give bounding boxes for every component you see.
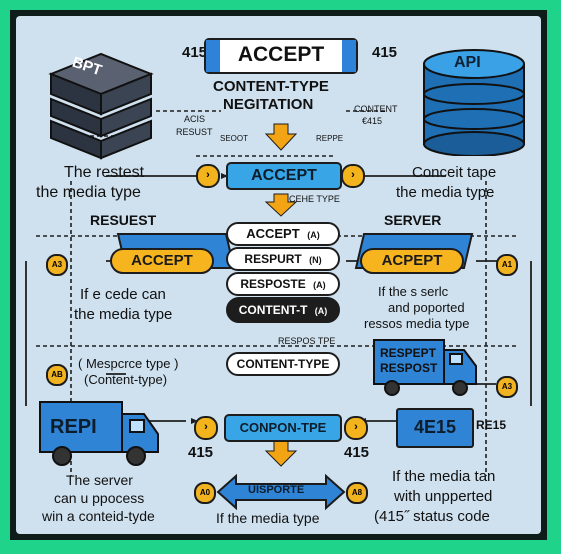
row1-cheme-type: CEHE TYPE	[289, 194, 340, 204]
right-truck-icon	[373, 339, 477, 396]
right-panel-heading: SERVER	[384, 212, 442, 228]
mid-content-type: CONTENT-TYPE	[226, 352, 340, 376]
stack-item-2: RESPURT (N)	[226, 247, 340, 271]
row4-left-chevron-icon: ›	[194, 416, 218, 440]
left-panel-text-2: the media type	[74, 306, 173, 323]
stack-item-4-label: CONTENT-T	[238, 303, 308, 317]
row1-small-right: REPPE	[316, 134, 344, 143]
row1-right-text-1: Conceit tape	[412, 164, 497, 181]
left-server-note-1: ACIS	[184, 114, 206, 124]
row1-right-chevron-icon: ›	[341, 164, 365, 188]
down-arrow-1	[264, 123, 298, 151]
right-truck-label-2: RESPOST	[380, 361, 438, 375]
bottom-right-2: with unpperted	[394, 488, 493, 505]
row1-accept: ACCEPT	[226, 162, 342, 190]
stack-item-1-tag: (A)	[307, 230, 320, 240]
stack-item-4-tag: (A)	[314, 306, 328, 316]
left-panel-paren-2: (Content-type)	[84, 372, 168, 387]
row1-small-left: SEOOT	[220, 134, 249, 143]
row1-left-text-1: The restest	[64, 164, 145, 181]
stack-item-2-label: RESPURT	[244, 252, 302, 266]
row1-left-text-2: the media type	[36, 184, 141, 201]
bottom-left-2: can u ppocess	[54, 490, 145, 506]
bottom-left-1: The server	[66, 472, 133, 488]
bottom-tag-left: A0	[194, 482, 216, 504]
mid-component: CONPON-TPE	[224, 414, 342, 442]
left-truck-label: REPI	[50, 416, 97, 438]
row1-left-chevron-icon: ›	[196, 164, 220, 188]
right-panel-text-1: If the s serlc	[378, 284, 449, 299]
left-panel-text-1: If e cede can	[80, 286, 166, 303]
bottom-right-3: (415˝ status code	[374, 508, 490, 525]
bottom-center-caption: If the media type	[216, 510, 320, 526]
left-server-note-2: RESUST	[176, 127, 213, 137]
right-box-side: RE15	[476, 418, 507, 432]
header-subtitle-2: NEGITATION	[223, 96, 314, 113]
left-panel-heading: RESUEST	[90, 212, 157, 228]
stack-item-3: RESPOSTE (A)	[226, 272, 340, 296]
row4-right-chevron-icon: ›	[344, 416, 368, 440]
right-panel-tag: A1	[496, 254, 518, 276]
header-code-right: 415	[372, 44, 398, 61]
right-server-note-2: €415	[362, 116, 383, 126]
uisporte-double-arrow	[216, 473, 346, 511]
header-accept-banner: ACCEPT	[204, 38, 358, 74]
header-accept-title: ACCEPT	[237, 43, 325, 66]
stack-item-2-tag: (N)	[309, 255, 322, 265]
stack-item-3-label: RESPOSTE	[240, 277, 306, 291]
bottom-left-3: win a conteid-tyde	[42, 508, 155, 524]
down-arrow-3	[264, 440, 298, 467]
left-panel-tag2: AB	[46, 364, 68, 386]
stack-item-1-label: ACCEPT	[246, 226, 300, 241]
left-panel-accept: ACCEPT	[110, 248, 214, 274]
right-server-label: API	[454, 54, 481, 71]
left-panel-paren-1: ( Mespcrce type )	[78, 356, 179, 371]
bottom-code-right: 415	[344, 444, 370, 461]
bottom-code-left: 415	[188, 444, 214, 461]
mid-small: RESPOS TPE	[278, 336, 336, 346]
right-panel-accept: ACPEPT	[360, 248, 464, 274]
bottom-tag-right: A8	[346, 482, 368, 504]
left-truck-icon	[39, 401, 159, 466]
right-panel-text-2: and poported	[388, 300, 465, 315]
header-code-left: 415	[182, 44, 208, 61]
left-server-icon	[48, 52, 154, 160]
stack-item-4: CONTENT-T (A)	[226, 297, 340, 323]
right-panel-text-3: ressos media type	[364, 316, 470, 331]
right-panel-tag2: A3	[496, 376, 518, 398]
right-server-icon	[423, 49, 525, 156]
right-truck-label-1: RESPEPT	[380, 346, 437, 360]
stack-item-1: ACCEPT (A)	[226, 222, 340, 246]
bottom-uisporte: UISPORTE	[248, 484, 305, 496]
stack-item-3-tag: (A)	[313, 280, 326, 290]
left-panel-tag: A3	[46, 254, 68, 276]
right-box-code: 4E15	[413, 417, 457, 437]
right-box: 4E15	[396, 408, 474, 448]
right-server-note-1: CONTENT	[354, 104, 398, 114]
row1-right-text-2: the media type	[396, 184, 495, 201]
down-arrow-2	[264, 193, 298, 217]
header-subtitle-1: CONTENT-TYPE	[213, 78, 329, 95]
bottom-right-1: If the media tan	[392, 468, 496, 485]
diagram-canvas: BPT ACIS RESUST API CONTENT €415 415 415…	[16, 16, 541, 534]
